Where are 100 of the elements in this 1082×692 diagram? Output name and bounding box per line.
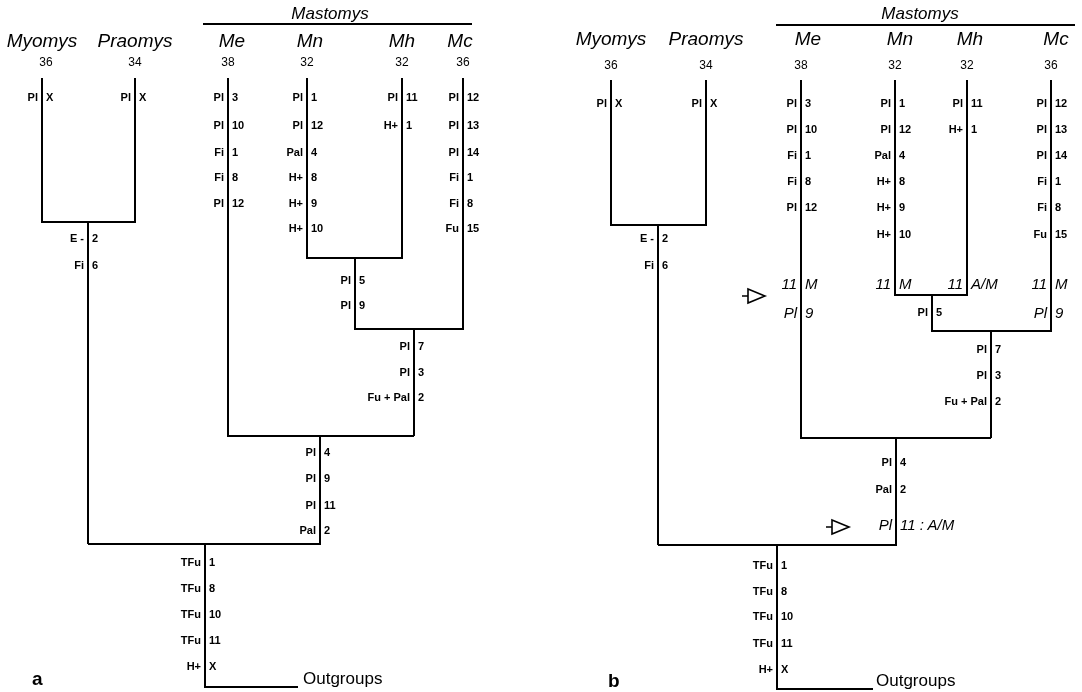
character-number: 11: [324, 499, 336, 511]
character-code: Fi: [787, 175, 797, 187]
character-number: 8: [899, 175, 906, 187]
character-number: 15: [467, 222, 480, 234]
chromosome-number: 36: [39, 56, 53, 68]
chromosome-number: 32: [395, 56, 409, 68]
character-code: Pl: [880, 123, 891, 135]
character-code: TFu: [180, 608, 201, 620]
character-code: Fu: [1033, 228, 1047, 240]
character-number: 9: [805, 304, 814, 320]
character-code: H+: [383, 119, 398, 131]
character-number: 5: [359, 274, 366, 286]
character-code: Pal: [286, 146, 303, 158]
character-number: 13: [1055, 123, 1068, 135]
taxon-name: Praomys: [97, 30, 173, 50]
character-code: Pl: [340, 299, 351, 311]
character-code: Pl: [881, 456, 892, 468]
character-code: Pl: [952, 97, 963, 109]
character-number: M: [805, 275, 818, 291]
character-code: Pl: [340, 274, 351, 286]
character-number: X: [209, 660, 217, 672]
character-number: 10: [311, 222, 324, 234]
character-code: Pl: [1036, 123, 1047, 135]
character-code: Pal: [874, 149, 891, 161]
character-code: Fu + Pal: [367, 391, 410, 403]
character-number: 7: [995, 343, 1002, 355]
taxon-name: Mh: [956, 28, 984, 48]
character-number: 2: [92, 232, 99, 244]
character-code: H+: [758, 663, 773, 675]
taxon-name: Mc: [447, 30, 473, 50]
taxon-name: Mh: [388, 30, 416, 50]
character-code: H+: [288, 197, 303, 209]
character-number: 10: [899, 228, 912, 240]
character-number: X: [781, 663, 789, 675]
taxon-name: Myomys: [6, 30, 78, 50]
character-number: 12: [467, 91, 480, 103]
character-number: 14: [467, 146, 480, 158]
character-code: Fu: [445, 222, 459, 234]
character-code: Pl: [120, 91, 131, 103]
chromosome-number: 34: [128, 56, 142, 68]
character-number: 11: [406, 91, 418, 103]
character-code: Pl: [786, 97, 797, 109]
character-code: Pl: [292, 91, 303, 103]
character-number: 1: [971, 123, 978, 135]
taxon-name: Myomys: [575, 28, 647, 48]
character-number: X: [710, 97, 718, 109]
character-code: H+: [186, 660, 201, 672]
character-number: 3: [995, 369, 1002, 381]
character-number: 9: [324, 472, 331, 484]
character-number: A/M: [971, 275, 998, 291]
character-number: 1: [209, 556, 216, 568]
character-number: 3: [805, 97, 812, 109]
character-number: 10: [209, 608, 222, 620]
character-code: Pl: [27, 91, 38, 103]
character-code: H+: [876, 175, 891, 187]
character-number: 2: [324, 524, 331, 536]
character-code: Fi: [214, 146, 224, 158]
character-code: Pl: [976, 343, 987, 355]
character-code: Pl: [399, 340, 410, 352]
character-number: 11 : A/M: [900, 516, 955, 532]
character-number: 1: [406, 119, 413, 131]
character-number: 4: [900, 456, 907, 468]
character-code: Pl: [399, 366, 410, 378]
taxon-name: Me: [794, 28, 822, 48]
character-number: 12: [311, 119, 324, 131]
character-number: 11: [781, 637, 793, 649]
chromosome-number: 36: [456, 56, 470, 68]
character-code: TFu: [180, 582, 201, 594]
taxon-name: Praomys: [668, 28, 744, 48]
character-number: 3: [418, 366, 425, 378]
character-code: Fi: [449, 197, 459, 209]
outgroup-label: Outgroups: [876, 671, 956, 689]
character-code: TFu: [752, 559, 773, 571]
character-number: 6: [92, 259, 99, 271]
character-number: 5: [936, 306, 943, 318]
character-code: TFu: [180, 634, 201, 646]
character-number: 1: [1055, 175, 1062, 187]
character-code: Pl: [786, 201, 797, 213]
character-number: 8: [209, 582, 216, 594]
character-code: Pl: [448, 91, 459, 103]
character-code: E -: [69, 232, 84, 244]
character-code: Pl: [917, 306, 928, 318]
character-number: 9: [311, 197, 318, 209]
character-number: 14: [1055, 149, 1068, 161]
character-code: Fi: [449, 171, 459, 183]
character-code: Pl: [880, 97, 891, 109]
character-number: X: [615, 97, 623, 109]
taxon-name: Mn: [296, 30, 324, 50]
character-number: 7: [418, 340, 425, 352]
character-number: 12: [232, 197, 245, 209]
chromosome-number: 32: [300, 56, 314, 68]
character-code: TFu: [180, 556, 201, 568]
character-number: 12: [1055, 97, 1068, 109]
character-code: Pl: [448, 146, 459, 158]
character-code: Fi: [214, 171, 224, 183]
character-number: 6: [662, 259, 669, 271]
character-number: 11: [209, 634, 221, 646]
character-code: 11: [781, 275, 797, 291]
character-number: 1: [805, 149, 812, 161]
character-number: 15: [1055, 228, 1068, 240]
